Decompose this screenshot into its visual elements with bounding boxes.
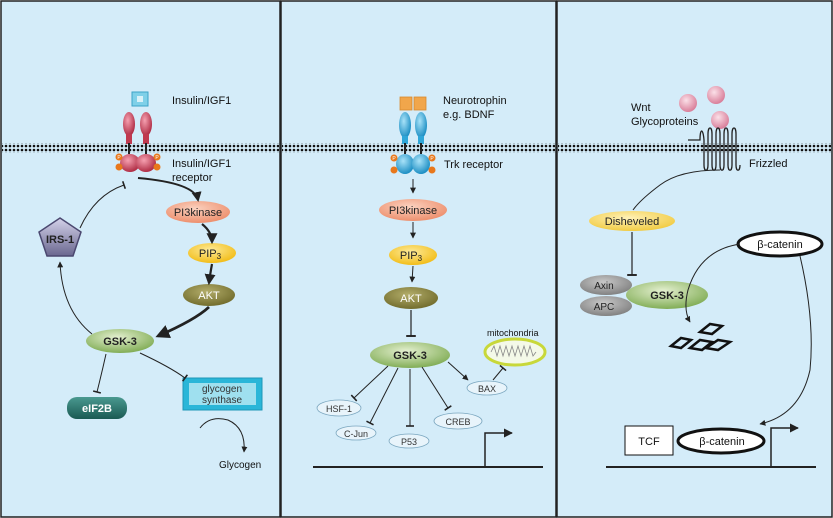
- creb-node: [433, 412, 483, 430]
- p53-node: [388, 433, 430, 449]
- neurotrophin-label-2: e.g. BDNF: [443, 109, 495, 121]
- glycogen-label: Glycogen: [219, 460, 261, 471]
- akt-node-p1: [183, 284, 235, 306]
- creb-label: CREB: [445, 417, 470, 427]
- trk-receptor: [396, 112, 430, 174]
- wnt-glycoproteins: [679, 86, 729, 129]
- pi3kinase-label-p1: PI3kinase: [174, 207, 222, 219]
- pi3kinase-node-p1: [166, 201, 230, 223]
- panel1-connectors: [57, 177, 248, 453]
- neurotrophin-label-1: Neurotrophin: [443, 95, 507, 107]
- axin-label: Axin: [594, 281, 613, 292]
- irs1-label: IRS-1: [46, 234, 74, 246]
- p53-label: P53: [401, 437, 417, 447]
- membrane-panel2: [282, 143, 555, 153]
- bax-node: [466, 380, 508, 396]
- phosphate-label: P: [117, 155, 121, 161]
- pip3-node-p2: [389, 245, 437, 265]
- glycogen-synthase-label-1: glycogen: [202, 384, 242, 395]
- wnt-label-1: Wnt: [631, 102, 651, 114]
- frizzled-label: Frizzled: [749, 158, 788, 170]
- eif2b-label: eIF2B: [82, 403, 112, 415]
- pi3kinase-label-p2: PI3kinase: [389, 205, 437, 217]
- dna-promoter-p3: [606, 423, 816, 468]
- beta-catenin-nuclear-node: [676, 427, 766, 455]
- apc-label: APC: [594, 302, 615, 313]
- hsf1-node: [316, 399, 362, 417]
- cjun-label: C-Jun: [344, 429, 368, 439]
- pip3-node-p1: [188, 243, 236, 263]
- panel3-connectors: [627, 169, 812, 426]
- pip3-label-p1: PIP3: [199, 248, 222, 261]
- bax-label: BAX: [478, 384, 496, 394]
- disheveled-label: Disheveled: [605, 216, 659, 228]
- gsk3-node-p2: [370, 342, 450, 368]
- phosphate-label: P: [430, 156, 434, 162]
- insulin-receptor-label-1: Insulin/IGF1: [172, 158, 231, 170]
- beta-catenin-nuclear-label: β-catenin: [699, 436, 744, 448]
- phosphate-groups-p1: [115, 153, 161, 171]
- tcf-label: TCF: [638, 436, 660, 448]
- phosphate-groups-p2: [390, 154, 436, 174]
- glycogen-synthase-label-2: synthase: [202, 395, 242, 406]
- gsk3-label-p3: GSK-3: [650, 290, 684, 302]
- wnt-label-2: Glycoproteins: [631, 116, 699, 128]
- degraded-beta-catenin-fragments: [668, 322, 734, 352]
- akt-node-p2: [384, 287, 438, 309]
- hsf1-label: HSF-1: [326, 404, 352, 414]
- insulin-receptor-label-2: receptor: [172, 172, 213, 184]
- gsk3-node-p3: [626, 281, 708, 309]
- pi3kinase-node-p2: [379, 199, 447, 221]
- membrane-panel1: [2, 143, 279, 153]
- akt-label-p1: AKT: [198, 290, 220, 302]
- irs1-node: [38, 217, 82, 257]
- apc-node: [580, 296, 632, 316]
- gsk3-label-p1: GSK-3: [103, 336, 137, 348]
- panel2-connectors: [350, 179, 507, 427]
- frizzled-receptor: [688, 127, 741, 171]
- phosphate-label: P: [155, 155, 159, 161]
- pip3-label-p2: PIP3: [400, 250, 423, 263]
- mitochondria-organelle: [483, 337, 547, 367]
- panel-insulin: [0, 0, 281, 518]
- gsk3-label-p2: GSK-3: [393, 350, 427, 362]
- akt-label-p2: AKT: [400, 293, 422, 305]
- disheveled-node: [589, 211, 675, 231]
- eif2b-node: [67, 397, 127, 419]
- membrane-panel3: [558, 143, 831, 153]
- mitochondria-label: mitochondria: [487, 328, 539, 338]
- phosphate-label: P: [392, 156, 396, 162]
- cjun-node: [335, 425, 377, 441]
- insulin-receptor: [120, 112, 156, 172]
- trk-receptor-label: Trk receptor: [444, 159, 503, 171]
- gsk3-node-p1: [86, 329, 154, 353]
- insulin-ligand-label: Insulin/IGF1: [172, 95, 231, 107]
- dna-promoter-p2: [313, 428, 543, 468]
- neurotrophin-ligand: [399, 96, 427, 111]
- insulin-ligand: [131, 91, 149, 107]
- beta-catenin-free-label: β-catenin: [757, 239, 802, 251]
- axin-node: [580, 275, 632, 295]
- tcf-node: [624, 425, 674, 456]
